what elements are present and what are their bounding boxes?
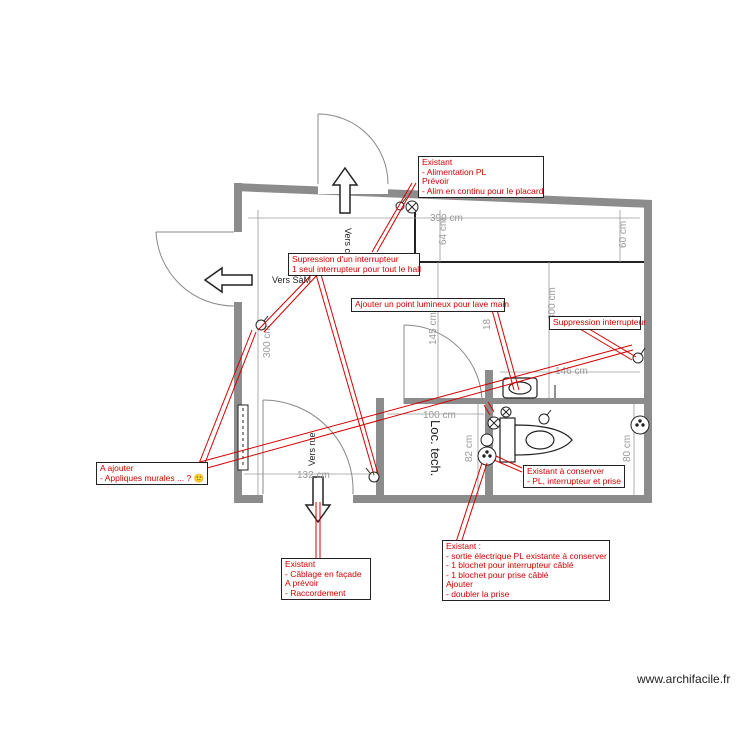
dim-300-left: 300 cm xyxy=(262,325,273,358)
note-point-lumineux: Ajouter un point lumineux pour lave main xyxy=(351,298,509,312)
dim-145: 145 cm xyxy=(428,312,439,345)
note-existant-facade: Existant - Câblage en façade A prévoir -… xyxy=(281,558,371,600)
note-supression-interrupteur: Supression d'un interrupteur 1 seul inte… xyxy=(288,253,421,276)
dimension-lines xyxy=(244,210,640,495)
note-existant-pl: Existant - Alimentation PL Prévoir - Ali… xyxy=(418,156,544,198)
light-fixture-icon xyxy=(405,200,419,214)
outlet-icon xyxy=(480,433,494,447)
dim-146: 146 cm xyxy=(555,366,588,377)
light-fixture-icon xyxy=(500,406,512,418)
label-vers-cuisine: Vers cuisine xyxy=(343,228,353,277)
direction-arrows xyxy=(203,166,359,524)
dim-80: 80 cm xyxy=(622,435,633,462)
dim-60: 60 cm xyxy=(618,221,629,248)
window-left xyxy=(237,404,249,471)
watermark[interactable]: www.archifacile.fr xyxy=(637,672,731,686)
note-existant-sortie: Existant : - sortie électrique PL exista… xyxy=(442,540,610,601)
room-loc-tech: Loc. tech. xyxy=(428,420,443,476)
label-vers-rue: Vers rue xyxy=(307,432,317,466)
switch-icon xyxy=(538,409,552,425)
dim-100: 100 cm xyxy=(423,410,456,421)
light-points xyxy=(405,200,512,430)
dim-18: 18 xyxy=(482,318,493,330)
switch-icon xyxy=(365,467,380,483)
dim-300-right: 300 cm xyxy=(547,287,558,320)
switch-icon xyxy=(255,315,269,331)
outlets xyxy=(477,415,650,466)
outlet-icon xyxy=(477,446,497,466)
dim-390: 390 cm xyxy=(430,213,463,224)
label-vers-sam: Vers SàM xyxy=(272,275,311,285)
dim-64: 64 cm xyxy=(438,218,449,245)
light-fixture-icon xyxy=(487,416,501,430)
room-labels: Loc. tech. Vers SàM Vers cuisine Vers ru… xyxy=(272,228,443,476)
dimension-labels: 390 cm 64 cm 60 cm 300 cm 300 cm 145 cm … xyxy=(262,213,633,481)
dim-132: 132 cm xyxy=(297,470,330,481)
dim-82: 82 cm xyxy=(464,435,475,462)
switch-icon xyxy=(632,347,646,364)
openings xyxy=(233,184,404,504)
outlet-icon xyxy=(630,415,650,435)
note-suppression-interrupteur-right: Suppression interrupteur xyxy=(549,316,646,330)
toilet-tank xyxy=(499,417,516,463)
note-existant-conserver: Existant à conserver - PL, interrupteur … xyxy=(523,465,625,488)
door-swings xyxy=(155,113,483,495)
fixtures xyxy=(499,377,573,463)
note-a-ajouter: A ajouter - Appliques murales ... ? 🙂 xyxy=(96,462,208,485)
